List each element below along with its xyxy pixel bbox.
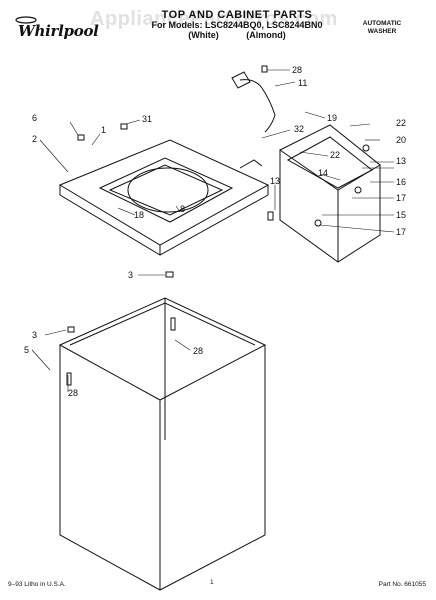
- small-parts: [66, 65, 370, 386]
- diagram-title: TOP AND CABINET PARTS For Models: LSC824…: [122, 9, 352, 41]
- top-panel: [58, 139, 270, 256]
- page-number: 1: [210, 579, 214, 586]
- callout-6: 6: [32, 113, 37, 123]
- callout-18: 18: [134, 210, 144, 220]
- callout-5: 5: [24, 345, 29, 355]
- callout-28a: 28: [292, 65, 302, 75]
- control-panel-frame: [279, 124, 381, 263]
- callout-1: 1: [101, 125, 106, 135]
- callout-28c: 28: [68, 388, 78, 398]
- brand-logo: Whirlpool: [18, 22, 99, 40]
- product-line-2: WASHER: [367, 28, 397, 35]
- callout-16: 16: [396, 177, 406, 187]
- product-line-1: AUTOMATIC: [362, 20, 402, 27]
- callout-28b: 28: [193, 346, 203, 356]
- callout-22b: 22: [396, 118, 406, 128]
- callout-31: 31: [142, 114, 152, 124]
- cabinet: [58, 297, 267, 591]
- whirlpool-logo-icon: [15, 16, 37, 24]
- callout-20: 20: [396, 135, 406, 145]
- callout-14: 14: [318, 168, 328, 178]
- callout-labels: 28 11 19 6 31 1 2 32 22 22 20 13 13 16 1…: [24, 65, 406, 398]
- title-line-3: (White) (Almond): [188, 30, 286, 40]
- callout-13a: 13: [396, 156, 406, 166]
- callout-15: 15: [396, 210, 406, 220]
- print-info: 9–93 Litho in U.S.A.: [8, 581, 66, 588]
- part-number: Part No. 661055: [378, 581, 426, 588]
- callout-19: 19: [327, 113, 337, 123]
- callout-17a: 17: [396, 193, 406, 203]
- callout-11: 11: [298, 78, 307, 88]
- title-line-1: TOP AND CABINET PARTS: [161, 9, 313, 21]
- callout-32: 32: [294, 124, 304, 134]
- wire-harness: [239, 79, 276, 133]
- callout-13b: 13: [270, 176, 280, 186]
- product-type: AUTOMATIC WASHER: [342, 20, 422, 36]
- callout-17b: 17: [396, 227, 406, 237]
- callout-3a: 3: [128, 270, 133, 280]
- callout-22a: 22: [330, 150, 340, 160]
- callout-3b: 3: [32, 330, 37, 340]
- title-line-2: For Models: LSC8244BQ0, LSC8244BN0: [151, 20, 323, 30]
- callout-2: 2: [32, 134, 37, 144]
- watermark: AppliancePartsPros.com: [90, 8, 338, 30]
- callout-8: 8: [180, 204, 185, 214]
